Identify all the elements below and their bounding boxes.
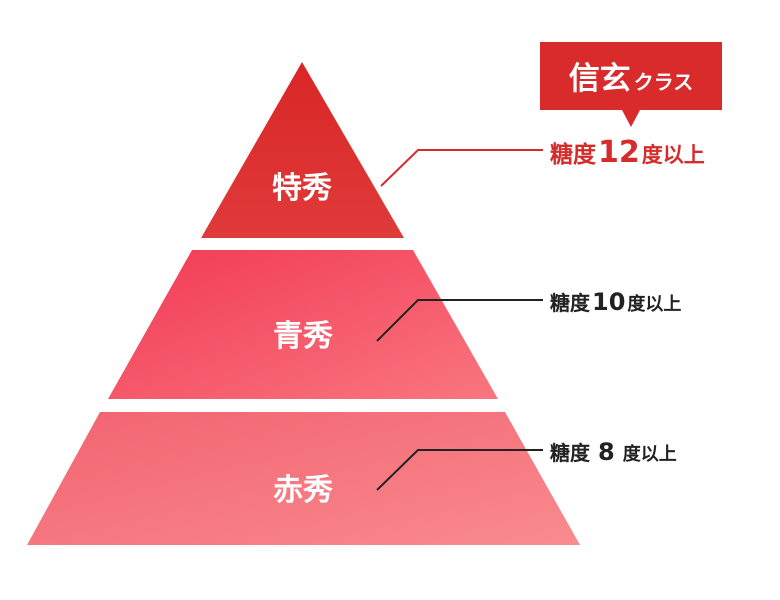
sugar-value-top: 12 [598, 135, 640, 170]
sugar-suffix-top: 度以上 [642, 143, 705, 167]
tier-top-label: 特秀 [272, 171, 332, 206]
badge-background [540, 42, 722, 127]
sugar-value-middle: 10 [592, 288, 625, 316]
tier-bottom-label: 赤秀 [273, 473, 333, 508]
tier-bottom-shape [27, 412, 580, 545]
sugar-prefix-top: 糖度 [550, 141, 597, 168]
sugar-prefix-middle: 糖度 [550, 291, 591, 315]
tier-middle-label: 青秀 [273, 319, 333, 354]
sugar-value-bottom: 8 [598, 438, 615, 466]
sugar-suffix-middle: 度以上 [627, 293, 681, 315]
leader-line-bottom [376, 449, 543, 491]
tier-middle-shape [108, 250, 498, 399]
leader-line-top [380, 149, 543, 187]
badge-main-text: 信玄 [569, 61, 631, 97]
shingen-class-badge: 信玄クラス [540, 42, 722, 127]
badge-sub-text: クラス [634, 70, 694, 94]
sugar-suffix-bottom: 度以上 [623, 443, 677, 465]
leader-line-middle [376, 299, 543, 342]
sugar-text-bottom: 糖度 8 度以上 [550, 438, 677, 466]
sugar-prefix-bottom: 糖度 [550, 441, 591, 465]
sugar-text-top: 糖度12度以上 [550, 135, 705, 170]
tier-top-shape [201, 62, 404, 238]
